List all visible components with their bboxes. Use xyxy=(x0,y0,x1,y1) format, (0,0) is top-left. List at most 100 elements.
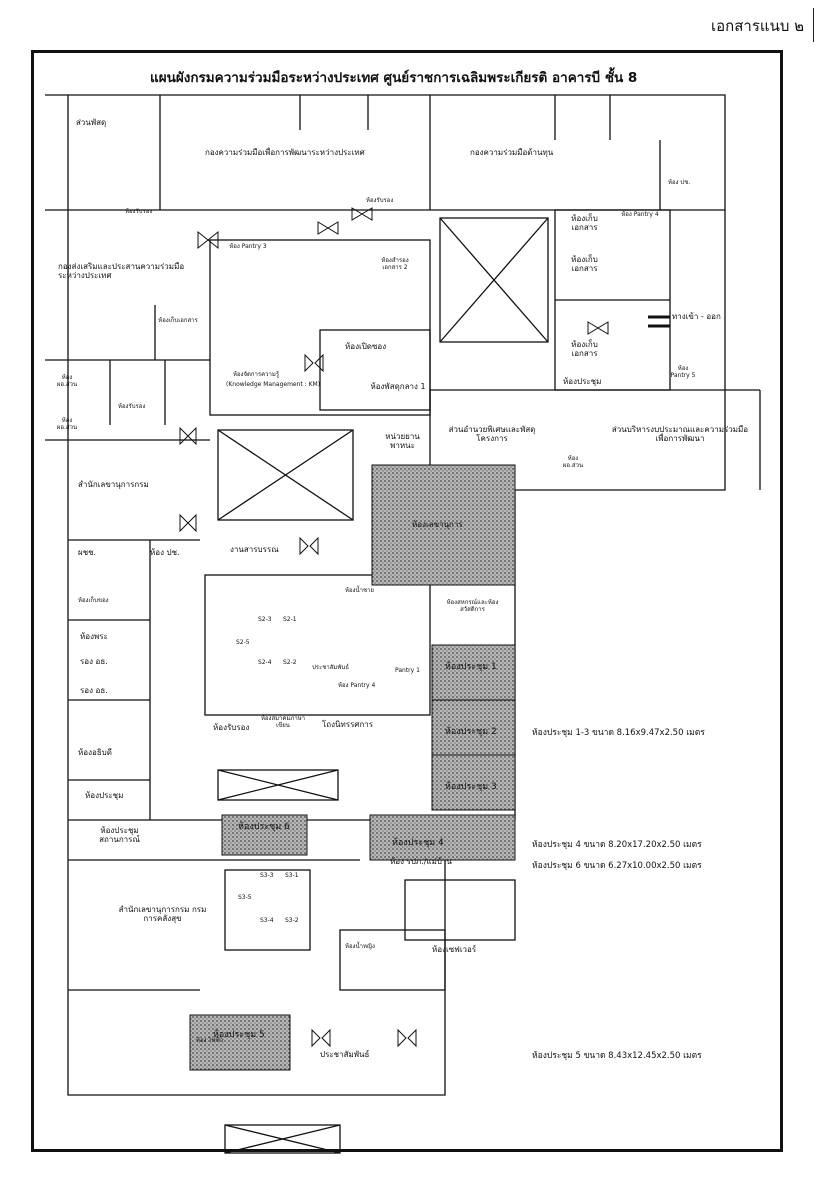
room-km: ห้องจัดการความรู้ xyxy=(233,371,280,378)
room-meeting-right: ห้องประชุม xyxy=(563,377,602,386)
room-central-parcel: ห้องพัสดุกลาง 1 xyxy=(370,382,426,391)
room-mtg3: ห้องประชุม 3 xyxy=(445,782,497,792)
door xyxy=(317,221,339,235)
courtyard-cross xyxy=(439,217,549,343)
lift-l1: S2-3 xyxy=(258,616,272,623)
room-reception-mid: ห้องรับรอง xyxy=(118,403,146,410)
room-reception-top: ห้องรับรอง xyxy=(366,197,394,204)
room-elec: ห้อง ไฟฟ้า xyxy=(196,1037,224,1044)
room-pantry1: Pantry 1 xyxy=(395,667,420,674)
room-dir-left2: ห้อง ผอ.ส่วน xyxy=(56,417,78,431)
room-situation: ห้องประชุมสถานการณ์ xyxy=(99,826,140,845)
room-prayer: ห้องพระ xyxy=(80,632,108,641)
building-outline xyxy=(45,94,726,1096)
room-sec-treasury: สำนักเลขานุการกรม กรมการคลังสุข xyxy=(118,905,207,924)
room-pantry3: ห้อง Pantry 3 xyxy=(229,243,267,250)
room-storage-right2: ห้องเก็บเอกสาร xyxy=(571,255,598,274)
lift-l2: S2-1 xyxy=(283,616,297,623)
note-mtg-5: ห้องประชุม 5 ขนาด 8.43x12.45x2.50 เมตร xyxy=(532,1051,702,1061)
lift-b4: S3-4 xyxy=(260,917,274,924)
room-vehicle: หน่วยยานพาหนะ xyxy=(385,432,420,451)
room-pantry4-center: ห้อง Pantry 4 xyxy=(338,682,376,689)
courtyard-low xyxy=(217,769,339,801)
room-intl-dev: กองความร่วมมือเพื่อการพัฒนาระหว่างประเทศ xyxy=(205,148,365,157)
room-mtg4: ห้องประชุม 4 xyxy=(392,838,444,848)
room-budget: ส่วนบริหารงบประมาณและความร่วมมือเพื่อการ… xyxy=(611,425,749,444)
room-mail: ห้องสมาคมภาษาเขียน xyxy=(260,715,306,729)
wall xyxy=(319,329,431,411)
mtg2-hatch xyxy=(431,699,516,756)
plan-title: แผนผังกรมความร่วมมือระหว่างประเทศ ศูนย์ร… xyxy=(150,70,638,86)
lift-l3: S2-5 xyxy=(236,639,250,646)
room-pch2: ห้อง ปช. xyxy=(668,179,691,186)
room-storage-left: ห้องเก็บเอกสาร xyxy=(158,317,198,324)
room-saraban: งานสารบรรณ xyxy=(230,545,279,554)
room-storage-right1: ห้องเก็บเอกสาร xyxy=(571,214,598,233)
door xyxy=(179,513,197,533)
mtg1-hatch xyxy=(431,644,516,701)
document-tag: เอกสารแนบ ๒ xyxy=(711,17,804,35)
courtyard-cross xyxy=(217,769,339,801)
lift-b2: S3-1 xyxy=(285,872,299,879)
room-server: ห้องเซฟเวอร์ xyxy=(432,945,477,954)
lift-l5: S2-2 xyxy=(283,659,297,666)
room-deputy1: รอง อธ. xyxy=(80,657,108,666)
door xyxy=(311,1028,331,1048)
wall xyxy=(209,239,431,416)
note-mtg-4: ห้องประชุม 4 ขนาด 8.20x17.20x2.50 เมตร xyxy=(532,840,702,850)
lift-l4: S2-4 xyxy=(258,659,272,666)
courtyard-bottom xyxy=(224,1124,341,1154)
courtyard-mid xyxy=(217,429,354,521)
room-pr: ประชาสัมพันธ์ xyxy=(312,664,350,671)
room-reception-center: ห้องรับรอง xyxy=(213,723,250,732)
room-doc-2: ห้องสำรองเอกสาร 2 xyxy=(381,257,409,271)
lift-b5: S3-2 xyxy=(285,917,299,924)
room-cleaning: ห้อง รปภ./แม่บ้าน xyxy=(390,857,452,866)
room-pantry4: ห้อง Pantry 4 xyxy=(621,211,659,218)
lift-b3: S3-5 xyxy=(238,894,252,901)
document-tag-bar xyxy=(813,8,814,42)
room-pantry5: ห้อง Pantry 5 xyxy=(670,365,696,379)
page-frame xyxy=(31,50,783,1152)
mtg6-hatch xyxy=(221,814,308,856)
room-envelope: ห้องเปิดซอง xyxy=(345,342,387,351)
door xyxy=(397,1028,417,1048)
door xyxy=(179,426,197,446)
door xyxy=(351,207,373,221)
room-parcel: ส่วนพัสดุ xyxy=(76,118,107,127)
mtg4-hatch xyxy=(369,814,516,861)
room-reception-left: ห้องรับรอง xyxy=(125,208,153,215)
courtyard-cross xyxy=(217,429,354,521)
room-eating: ห้องอธิบดี xyxy=(78,748,112,757)
room-coop: ห้องสหกรณ์และห้องสวัสดิการ xyxy=(446,599,499,613)
door xyxy=(304,353,324,373)
note-mtg-1-3: ห้องประชุม 1-3 ขนาด 8.16x9.47x2.50 เมตร xyxy=(532,728,705,738)
mtg5-hatch xyxy=(189,1014,291,1071)
room-pch: ห้อง ปช. xyxy=(150,548,180,557)
room-mtg6: ห้องประชุม 6 xyxy=(238,822,290,832)
room-storage-small: ห้องเก็บของ xyxy=(78,597,109,604)
door xyxy=(299,536,319,556)
room-mtg1: ห้องประชุม 1 xyxy=(445,662,497,672)
wall xyxy=(224,869,311,951)
note-mtg-6: ห้องประชุม 6 ขนาด 6.27x10.00x2.50 เมตร xyxy=(532,861,702,871)
room-deputy2: รอง อธ. xyxy=(80,686,108,695)
room-mtg5: ห้องประชุม 5 xyxy=(213,1030,265,1040)
wall xyxy=(204,574,431,716)
courtyard-cross xyxy=(224,1124,341,1154)
room-promo-intl: กองส่งเสริมและประสานความร่วมมือระหว่างปร… xyxy=(58,262,185,281)
door xyxy=(587,321,609,335)
toilet-f: ห้องน้ำหญิง xyxy=(345,943,375,950)
wall xyxy=(404,879,516,941)
mtg-secretariat-hatch xyxy=(371,464,516,586)
entrance-label: ทางเข้า - ออก xyxy=(672,312,721,321)
room-dir-right: ห้อง ผอ.ส่วน xyxy=(562,455,584,469)
room-secretariat: ห้องเลขานุการ xyxy=(412,520,463,529)
room-pchch: ผชช. xyxy=(78,548,97,557)
room-capital: กองความร่วมมือด้านทุน xyxy=(470,148,554,157)
mtg3-hatch xyxy=(431,754,516,811)
room-special-projects: ส่วนอำนวยพิเศษและพัสดุโครงการ xyxy=(448,425,536,444)
room-director-sec: สำนักเลขานุการกรม xyxy=(78,480,149,489)
toilet-m: ห้องน้ำชาย xyxy=(345,587,374,594)
